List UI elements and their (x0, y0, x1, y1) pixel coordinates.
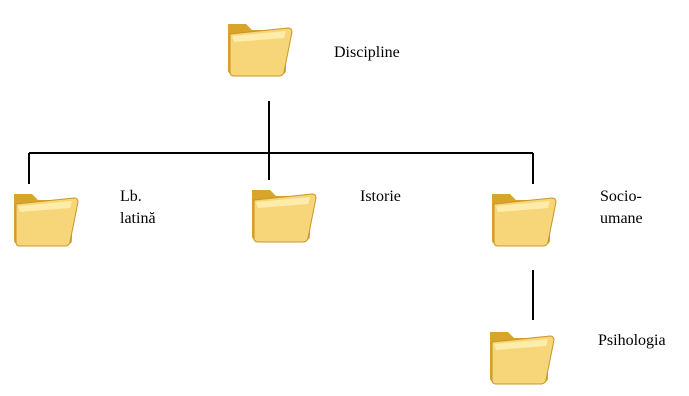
child-label-2: Istorie (360, 188, 401, 205)
root-label: Discipline (334, 44, 400, 61)
child-label-3: Socio- umane (600, 188, 643, 227)
folder-icon[interactable] (486, 182, 562, 250)
child-label-1: Lb. latină (120, 188, 156, 227)
folder-icon[interactable] (222, 12, 298, 80)
grandchild-label: Psihologia (598, 332, 666, 349)
folder-icon[interactable] (8, 182, 84, 250)
folder-icon[interactable] (246, 178, 322, 246)
folder-icon[interactable] (484, 320, 560, 388)
